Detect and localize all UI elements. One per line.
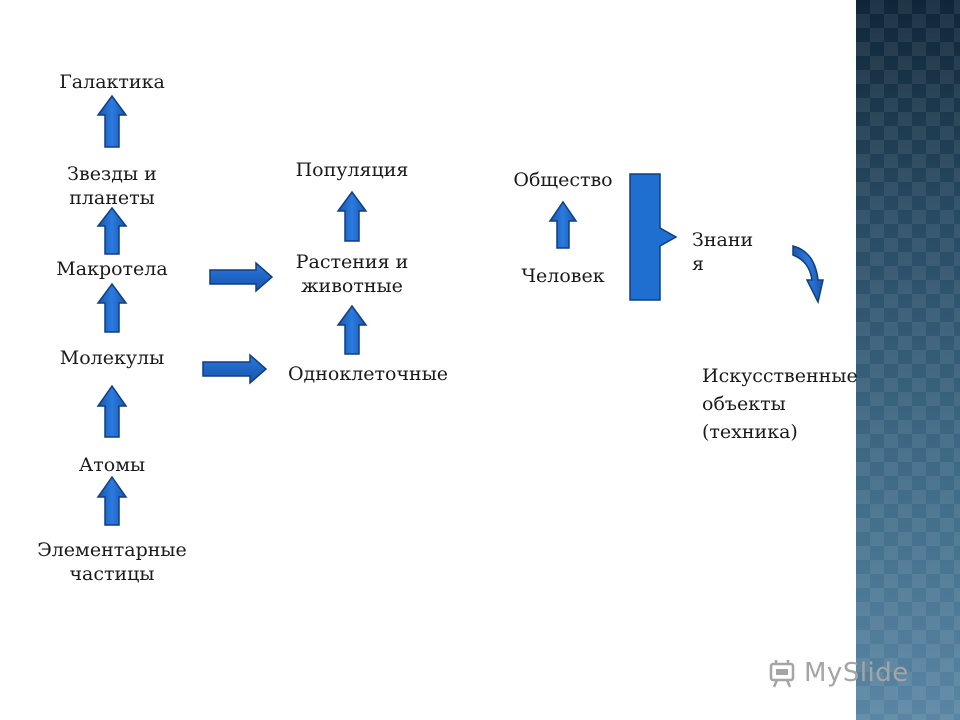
node-unicellular: Одноклеточные xyxy=(287,363,449,385)
arrow-up-particles-to-atoms xyxy=(96,475,128,526)
node-human: Человек xyxy=(521,265,605,287)
arrow-up-stars-to-galaxy xyxy=(96,94,128,148)
arrow-up-unicellular-to-plants xyxy=(336,304,368,355)
node-society: Общество xyxy=(513,169,613,191)
logo-text: MySlide xyxy=(804,658,909,688)
arrow-up-molecules-to-macrobodies xyxy=(96,282,128,333)
node-artifacts: Искусственные объекты (техника) xyxy=(702,365,858,443)
node-population: Популяция xyxy=(295,159,409,181)
curved-arrow-knowledge-to-artifacts xyxy=(792,245,824,305)
arrow-right-molecules-to-unicellular xyxy=(202,353,268,385)
node-particles: Элементарные частицы xyxy=(37,539,187,585)
node-galaxy: Галактика xyxy=(59,71,165,93)
decorative-side-panel xyxy=(856,0,960,720)
arrow-up-plants-to-population xyxy=(336,190,368,242)
presentation-board-icon xyxy=(769,660,795,688)
arrow-up-atoms-to-molecules xyxy=(96,384,128,438)
arrow-up-human-to-society xyxy=(548,200,578,249)
node-stars: Звезды и планеты xyxy=(67,163,157,209)
node-plants: Растения и животные xyxy=(295,251,409,297)
node-knowledge: Знани я xyxy=(692,229,754,275)
node-molecules: Молекулы xyxy=(59,347,165,369)
node-macrobodies: Макротела xyxy=(56,258,168,280)
node-atoms: Атомы xyxy=(78,454,146,476)
arrow-up-macrobodies-to-stars xyxy=(96,206,128,255)
side-panel-pattern xyxy=(856,0,960,720)
myslide-logo: MySlide xyxy=(768,653,928,693)
bracket-society-human-to-knowledge xyxy=(629,173,678,301)
arrow-right-macrobodies-to-plants xyxy=(209,261,274,293)
